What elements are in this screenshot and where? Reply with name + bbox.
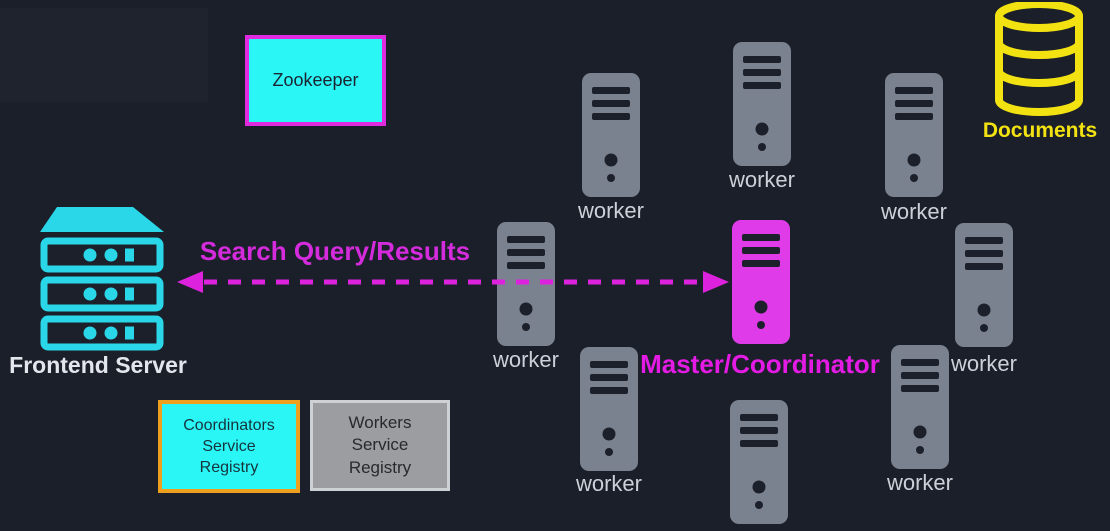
worker-tower-server-icon [730, 400, 788, 524]
coordinators-registry-line: Service [202, 437, 256, 455]
worker-label: worker [880, 199, 947, 224]
server-rack-icon [40, 207, 164, 351]
zookeeper-node: Zookeeper [245, 35, 386, 126]
workers-registry-line: Registry [348, 457, 412, 477]
worker-tower-server-icon [582, 73, 640, 197]
worker-tower-server-icon [580, 347, 638, 471]
dashed-double-arrow [177, 271, 729, 293]
worker-label: worker [950, 351, 1017, 376]
worker-label: worker [575, 471, 642, 496]
coordinators-registry-line: Registry [199, 459, 259, 477]
worker-tower-server-icon [891, 345, 949, 469]
worker-tower-server-icon [955, 223, 1013, 347]
workers-registry-line: Service [351, 435, 409, 455]
workers-registry-line: Workers [348, 412, 412, 432]
background-highlight [0, 8, 208, 102]
worker-label: worker [492, 347, 559, 372]
worker-label: worker [728, 167, 795, 192]
search-query-results-label: Search Query/Results [199, 236, 471, 266]
master-tower-server-icon [732, 220, 790, 344]
worker-label: worker [886, 470, 953, 495]
zookeeper-label: Zookeeper [272, 70, 359, 90]
worker-tower-server-icon [885, 73, 943, 197]
coordinators-registry-line: Coordinators [183, 416, 275, 434]
frontend-server-label: Frontend Server [9, 352, 187, 378]
documents-label: Documents [982, 119, 1098, 142]
coordinators-service-registry-node: Coordinators Service Registry [158, 400, 300, 493]
worker-label: worker [577, 198, 644, 223]
database-cylinder-icon [995, 2, 1083, 116]
master-coordinator-label: Master/Coordinator [640, 349, 880, 379]
workers-service-registry-node: Workers Service Registry [310, 400, 450, 491]
worker-tower-server-icon [733, 42, 791, 166]
